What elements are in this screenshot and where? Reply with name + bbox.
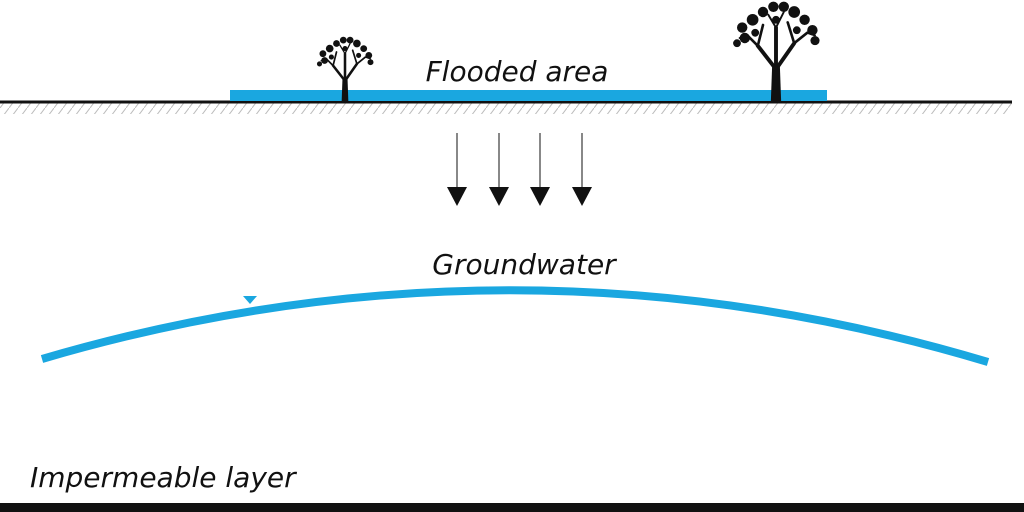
down-arrow-icon xyxy=(572,133,592,206)
down-arrow-icon xyxy=(489,133,509,206)
ground-hatching xyxy=(0,103,1012,114)
flooded-water-layer xyxy=(230,90,827,101)
impermeable-layer-base xyxy=(0,503,1024,512)
tree-icon xyxy=(731,0,822,105)
groundwater-table-curve xyxy=(40,286,990,366)
groundwater-label: Groundwater xyxy=(432,248,617,281)
water-table-marker-icon xyxy=(243,296,257,304)
down-arrow-icon xyxy=(530,133,550,206)
impermeable-layer-label: Impermeable layer xyxy=(30,461,297,494)
down-arrow-icon xyxy=(447,133,467,206)
infiltration-arrows xyxy=(447,133,592,206)
flooded-area-label: Flooded area xyxy=(426,55,609,88)
